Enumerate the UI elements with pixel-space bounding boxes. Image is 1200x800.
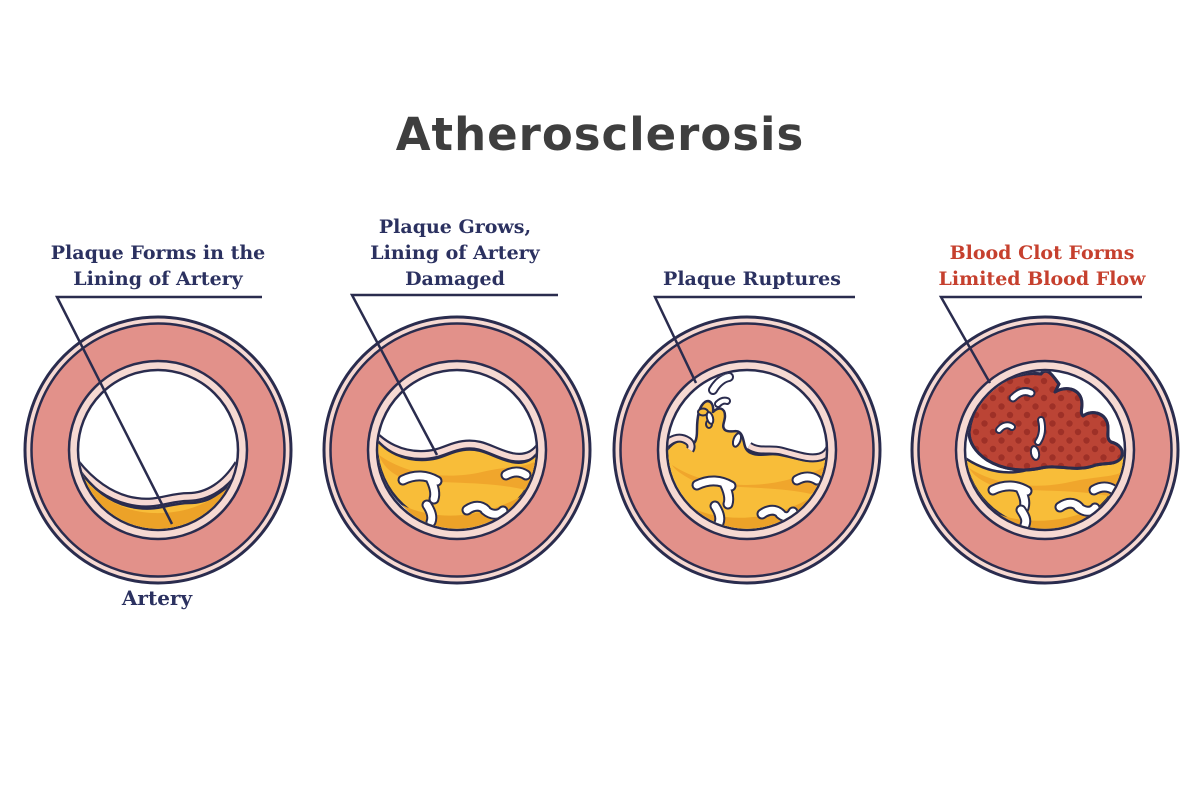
stage-1-label: Plaque Forms in the Lining of Artery: [38, 240, 278, 292]
artery-cross-section-stage-2: [322, 315, 592, 585]
artery-wall: [23, 315, 293, 585]
plaque-with-clot: [966, 371, 1124, 529]
stage-2-label-line-3: Damaged: [405, 268, 505, 290]
lipid-streaks: [397, 466, 532, 528]
clot-highlights: [995, 387, 1046, 446]
stage-3-label-line-1: Plaque Ruptures: [663, 268, 841, 290]
blood-clot: [967, 371, 1124, 472]
clot-droplet: [1029, 445, 1041, 461]
damaged-lining: [668, 433, 826, 463]
stage-2-label: Plaque Grows, Lining of Artery Damaged: [335, 214, 575, 292]
stage-4-label-line-1: Blood Clot Forms: [949, 242, 1135, 264]
page-title: Atherosclerosis: [395, 108, 805, 161]
lipid-streaks: [691, 471, 823, 529]
stage-2-label-line-1: Plaque Grows,: [378, 216, 532, 238]
artery-cross-section-stage-3: [612, 315, 882, 585]
stage-1-label-line-2: Lining of Artery: [73, 268, 243, 290]
stage-1-label-line-1: Plaque Forms in the: [50, 242, 266, 264]
stage-4-label-line-2: Limited Blood Flow: [938, 268, 1146, 290]
stage-3-label: Plaque Ruptures: [632, 266, 872, 292]
artery-cross-section-stage-4: [910, 315, 1180, 585]
lipid-streaks: [987, 480, 1120, 529]
stage-4-label: Blood Clot Forms Limited Blood Flow: [922, 240, 1162, 292]
artery-caption: Artery: [121, 586, 193, 610]
stage-2-label-line-2: Lining of Artery: [370, 242, 540, 264]
artery-cross-section-stage-1: [23, 315, 293, 585]
